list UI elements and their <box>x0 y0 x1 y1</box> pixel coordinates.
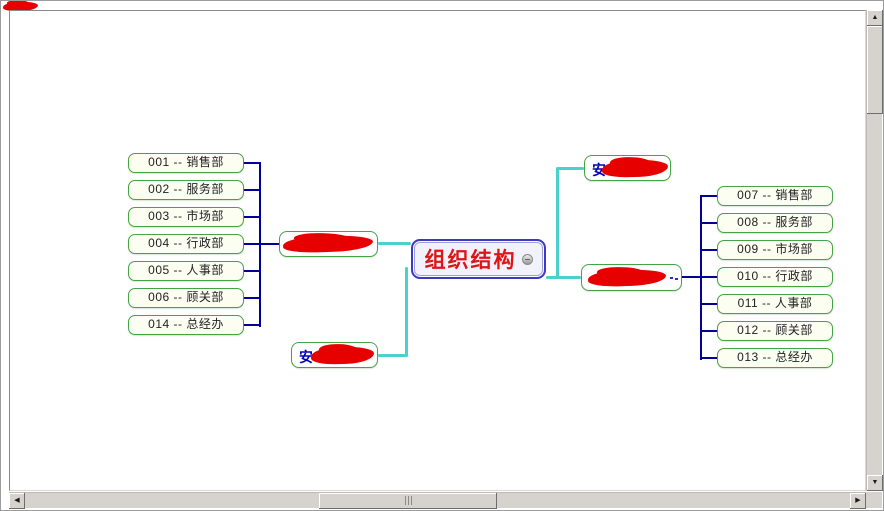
branch-node-right-main[interactable] <box>581 264 682 291</box>
connector-left-stub-7 <box>244 324 261 326</box>
mindmap-canvas[interactable]: 001 -- 销售部 002 -- 服务部 003 -- 市场部 004 -- … <box>9 10 866 491</box>
redaction-scribble <box>601 158 669 179</box>
connector-right-stub-1 <box>700 195 717 197</box>
connector-left-stub-6 <box>244 297 261 299</box>
root-node[interactable]: 组织结构 <box>411 239 546 279</box>
scroll-up-button[interactable]: ▲ <box>867 10 883 26</box>
scroll-left-button[interactable]: ◀ <box>9 493 25 509</box>
horizontal-scroll-thumb[interactable] <box>319 493 497 509</box>
leaf-node[interactable]: 001 -- 销售部 <box>128 153 244 173</box>
vertical-scroll-thumb[interactable] <box>867 26 883 114</box>
connector-right-stub-7 <box>700 357 717 359</box>
redaction-scribble <box>587 268 667 288</box>
connector-right-stub-3 <box>700 249 717 251</box>
leaf-node[interactable]: 014 -- 总经办 <box>128 315 244 335</box>
connector-root-righttop-v <box>556 167 559 279</box>
leaf-node[interactable]: 003 -- 市场部 <box>128 207 244 227</box>
leaf-node[interactable]: 006 -- 顾关部 <box>128 288 244 308</box>
redaction-scribble <box>282 234 374 254</box>
connector-right-stub-5 <box>700 303 717 305</box>
redaction-scribble <box>310 345 375 366</box>
connector-left-stub-5 <box>244 270 261 272</box>
branch-node-left-main[interactable] <box>279 231 378 257</box>
leaf-node[interactable]: 002 -- 服务部 <box>128 180 244 200</box>
collapse-icon[interactable] <box>521 253 533 265</box>
leaf-node[interactable]: 004 -- 行政部 <box>128 234 244 254</box>
connector-root-leftmain <box>378 242 411 245</box>
text-fragment <box>670 277 673 279</box>
leaf-node[interactable]: 010 -- 行政部 <box>717 267 833 287</box>
scroll-right-button[interactable]: ▶ <box>850 493 866 509</box>
connector-right-stub-4 <box>682 276 717 278</box>
root-label: 组织结构 <box>424 249 517 272</box>
leaf-node[interactable]: 013 -- 总经办 <box>717 348 833 368</box>
connector-right-stub-2 <box>700 222 717 224</box>
scroll-down-button[interactable]: ▼ <box>867 475 883 491</box>
connector-right-stub-6 <box>700 330 717 332</box>
leaf-node[interactable]: 005 -- 人事部 <box>128 261 244 281</box>
leaf-node[interactable]: 009 -- 市场部 <box>717 240 833 260</box>
connector-root-leftsub-h <box>378 354 408 357</box>
leaf-node[interactable]: 008 -- 服务部 <box>717 213 833 233</box>
leaf-node[interactable]: 011 -- 人事部 <box>717 294 833 314</box>
branch-label: 安 <box>299 349 313 365</box>
branch-node-left-sub[interactable]: 安 <box>291 342 378 368</box>
connector-left-stub-4 <box>244 243 279 245</box>
leaf-node[interactable]: 012 -- 顾关部 <box>717 321 833 341</box>
leaf-node[interactable]: 007 -- 销售部 <box>717 186 833 206</box>
scrollbar-corner <box>866 492 882 508</box>
connector-root-righttop-h <box>557 167 584 170</box>
connector-left-stub-3 <box>244 216 261 218</box>
connector-left-stub-1 <box>244 162 261 164</box>
connector-left-stub-2 <box>244 189 261 191</box>
vertical-scrollbar[interactable]: ▲ ▼ <box>866 10 883 491</box>
thumb-grip-icon <box>408 496 409 505</box>
horizontal-scrollbar[interactable]: ◀ ▶ <box>9 492 866 509</box>
connector-root-leftsub-v <box>405 267 408 357</box>
branch-node-right-top[interactable]: 安 <box>584 155 671 181</box>
connector-root-rightmain <box>546 276 581 279</box>
